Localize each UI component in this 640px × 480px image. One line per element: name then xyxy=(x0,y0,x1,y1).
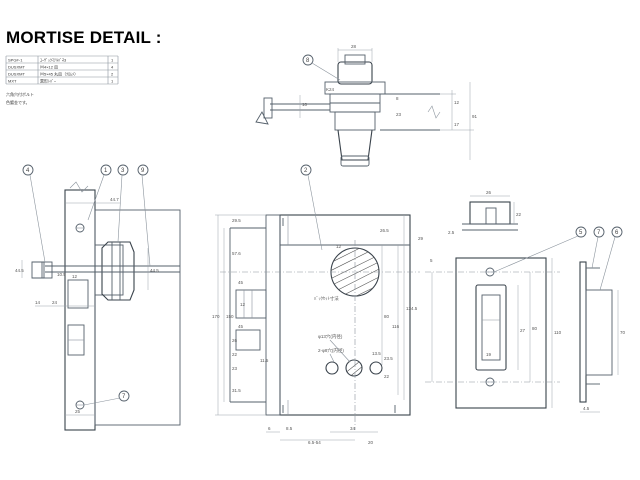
note-text: 六角穴付ボルト xyxy=(6,91,34,97)
dimension-label: 6.5-54 xyxy=(308,440,321,445)
balloon-label: 8 xyxy=(306,58,310,64)
strike-top-detail: 26 22 2.5 xyxy=(448,190,522,235)
dimension-label: 13.5 xyxy=(372,351,381,356)
dimension-label: 134.5 xyxy=(406,306,418,311)
table-cell: DUSXMT xyxy=(8,72,25,77)
dimension-label: 31.5 xyxy=(232,388,241,393)
balloon-label: 7 xyxy=(122,394,126,400)
page-title: MORTISE DETAIL : xyxy=(6,28,162,47)
dimension-label: 44.5 xyxy=(15,268,24,273)
dimension-label: 23.5 xyxy=(384,356,393,361)
dimension-label: 26.5 xyxy=(380,228,389,233)
callout-label: ﾊﾞｯｸｾｯﾄ寸法 xyxy=(314,295,339,302)
table-cell: 2 xyxy=(111,72,114,77)
dimension-label: 110 xyxy=(554,330,562,335)
dimension-label: 10 xyxy=(302,102,308,107)
left-side-view: 44.7 44.5 44.5 12 14 24 10.5 25 4 1 3 9 … xyxy=(15,164,181,431)
dimension-label: 80 xyxy=(532,326,538,331)
balloon-label: 1 xyxy=(104,168,108,174)
note-text: 色鍍金です。 xyxy=(6,99,30,105)
dimension-label: 170 xyxy=(212,314,220,319)
callout-label: 2-φ8穴(内径) xyxy=(318,347,344,354)
dimension-label: 45 xyxy=(238,324,244,329)
dimension-label: 116 xyxy=(392,324,400,329)
table-cell: ﾕｰｻﾞｯｸﾏﾃﾙﾊﾞﾈ3 xyxy=(40,57,67,63)
dimension-label: 12 xyxy=(336,244,342,249)
balloon-label: 4 xyxy=(26,168,30,174)
balloon-label: 5 xyxy=(579,230,583,236)
dimension-label: 25 xyxy=(75,409,81,414)
dimension-label: 17 xyxy=(454,122,460,127)
table-cell: 1 xyxy=(111,79,114,84)
dimension-label: 24 xyxy=(52,300,58,305)
balloon-label: 6 xyxy=(615,230,619,236)
table-cell: Ｍ4×12 皿 xyxy=(40,65,58,70)
dimension-label: 12 xyxy=(240,302,246,307)
dimension-label: 29.5 xyxy=(232,218,241,223)
dimension-label: 80 xyxy=(384,314,390,319)
dimension-label: 4.5 xyxy=(583,406,590,411)
dimension-label: 150 xyxy=(226,314,234,319)
balloon-label: 3 xyxy=(121,168,125,174)
balloon-label: 2 xyxy=(304,168,308,174)
dimension-label: 27 xyxy=(520,328,526,333)
dimension-label: 23 xyxy=(396,112,402,117)
dimension-label: 20 xyxy=(368,440,374,445)
dimension-label: 14 xyxy=(35,300,41,305)
main-body-view: 26.5 29.5 170 150 29 45 45 57.6 11.5 12 … xyxy=(212,164,424,445)
dimension-label: 22 xyxy=(232,352,238,357)
dimension-label: 26 xyxy=(486,190,492,195)
balloon-label: 7 xyxy=(597,230,601,236)
dimension-label: 12 xyxy=(454,100,460,105)
dimension-label: 57.6 xyxy=(232,251,241,256)
dimension-label: 70 xyxy=(620,330,626,335)
dimension-label: 5 xyxy=(430,258,433,263)
dimension-label: 2.5 xyxy=(448,230,455,235)
dimension-label: 28 xyxy=(351,44,357,49)
top-view-lever: 28 K24 23 8 10 12 17 91 8 xyxy=(255,44,478,167)
dimension-label: 6 xyxy=(268,426,271,431)
dimension-label: 22 xyxy=(384,374,390,379)
dimension-label: 8.5 xyxy=(286,426,293,431)
dimension-label: 12 xyxy=(72,274,78,279)
dimension-label: 34 xyxy=(350,426,356,431)
table-cell: 4 xyxy=(111,65,114,70)
table-cell: 異形ﾚﾊﾞｰ xyxy=(40,78,56,84)
table-cell: Ｍ5×45 丸皿（ｸﾛﾑﾒ） xyxy=(40,71,78,77)
dimension-label: 26 xyxy=(232,338,238,343)
balloon-label: 9 xyxy=(141,168,145,174)
strike-front-view: 5 27 80 110 19 5 xyxy=(425,226,587,409)
table-cell: 1 xyxy=(111,58,114,63)
dimension-label: 91 xyxy=(472,114,478,119)
callout-label: φ13穴(内径) xyxy=(318,333,343,340)
dimension-label: 8 xyxy=(396,96,399,101)
dimension-label: 22 xyxy=(516,212,522,217)
dimension-label: 10.5 xyxy=(57,272,66,277)
table-cell: MXT xyxy=(8,79,17,84)
dimension-label: 11.5 xyxy=(260,358,269,363)
dimension-label: 45 xyxy=(238,280,244,285)
dimension-label: 44.7 xyxy=(110,197,119,202)
dimension-label: 23 xyxy=(232,366,238,371)
dimension-label: 19 xyxy=(486,352,492,357)
strike-side-view: 70 4.5 7 6 xyxy=(579,226,626,413)
dimension-label: 44.5 xyxy=(150,268,159,273)
dimension-label: K24 xyxy=(326,87,335,92)
table-cell: DUSXMT xyxy=(8,65,25,70)
dimension-label: 29 xyxy=(418,236,424,241)
parts-table: SPGF-1 ﾕｰｻﾞｯｸﾏﾃﾙﾊﾞﾈ3 1 DUSXMT Ｍ4×12 皿 4 … xyxy=(5,55,119,105)
table-cell: SPGF-1 xyxy=(8,58,23,63)
